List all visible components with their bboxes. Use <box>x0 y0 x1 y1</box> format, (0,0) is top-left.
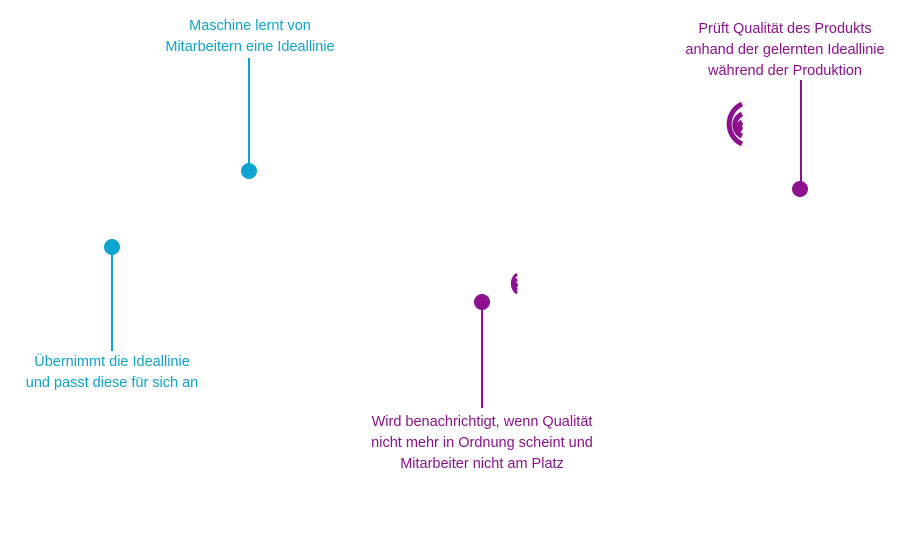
annotation-adopt-line-1: Übernimmt die Ideallinie <box>34 354 190 370</box>
annotation-check-connector <box>800 80 802 182</box>
annotation-notify-label: Wird benachrichtigt, wenn Qualität nicht… <box>352 412 612 475</box>
annotation-check-marker <box>792 181 808 197</box>
annotation-adopt-line-2: und passt diese für sich an <box>25 375 199 391</box>
annotation-learn-marker <box>241 163 257 179</box>
annotation-notify-line-1: Wird benachrichtigt, wenn Qualität <box>371 414 593 430</box>
annotation-learn-label: Maschine lernt von Mitarbeitern eine Ide… <box>150 16 350 58</box>
annotation-check-line-1: Prüft Qualität des Produkts <box>698 21 872 37</box>
annotation-learn-connector <box>248 58 250 164</box>
wireless-signal-icon <box>726 101 744 147</box>
annotation-adopt-connector <box>111 253 113 351</box>
annotation-adopt-label: Übernimmt die Ideallinie und passt diese… <box>12 352 212 394</box>
annotation-notify-line-2: nicht mehr in Ordnung scheint und <box>371 435 593 451</box>
annotation-check-line-3: während der Produktion <box>708 63 862 79</box>
annotation-check-label: Prüft Qualität des Produkts anhand der g… <box>670 19 900 82</box>
annotation-adopt-marker <box>104 239 120 255</box>
wireless-signal-icon <box>510 272 519 295</box>
annotation-notify-connector <box>481 308 483 408</box>
annotation-check-line-2: anhand der gelernten Ideallinie <box>685 42 885 58</box>
annotation-learn-line-2: Mitarbeitern eine Ideallinie <box>165 39 335 55</box>
annotation-learn-line-1: Maschine lernt von <box>189 18 311 34</box>
annotation-notify-marker <box>474 294 490 310</box>
annotation-notify-line-3: Mitarbeiter nicht am Platz <box>400 456 564 472</box>
